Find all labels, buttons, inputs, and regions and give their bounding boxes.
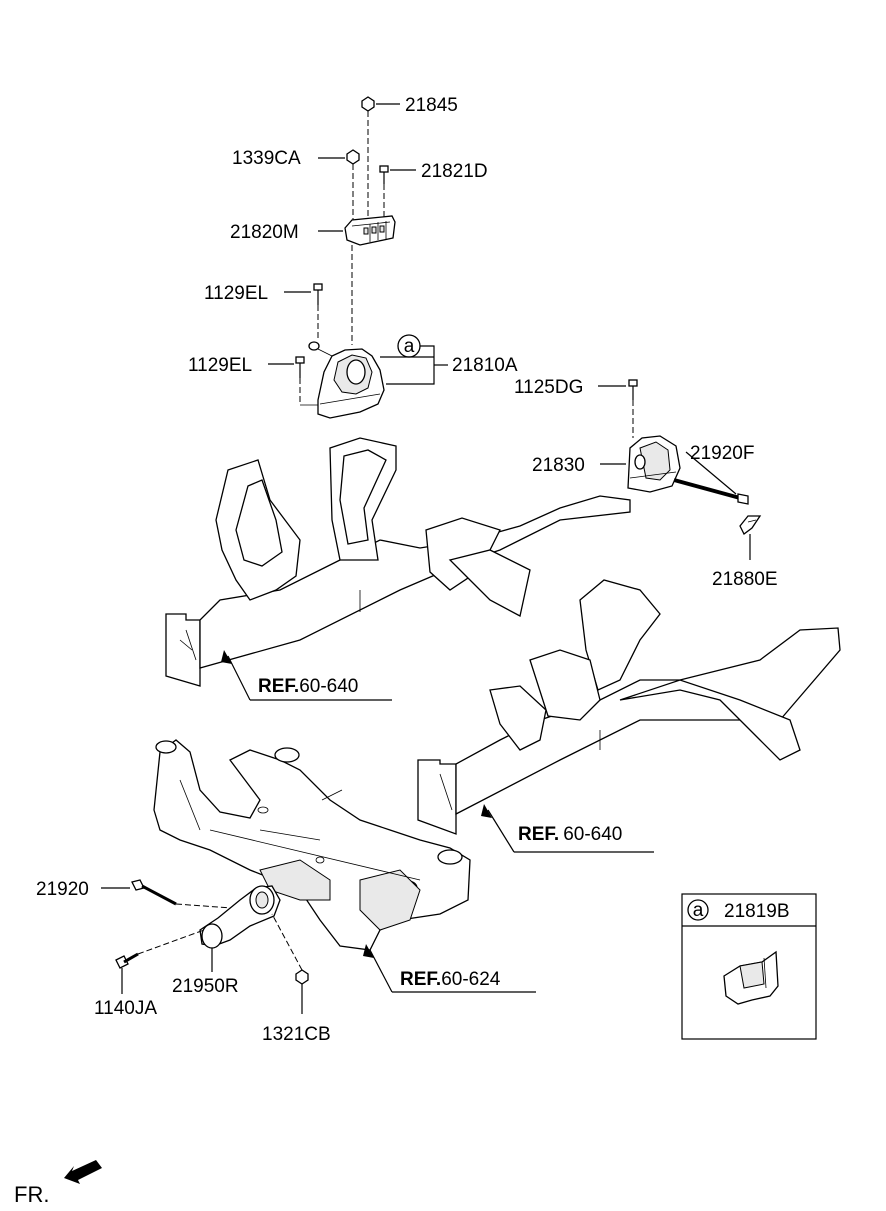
bolt-21920[interactable] <box>131 879 177 906</box>
label-21880e: 21880E <box>712 569 778 590</box>
label-21920f: 21920F <box>690 443 754 464</box>
nut-1339ca[interactable] <box>346 149 360 165</box>
label-21845: 21845 <box>405 95 458 116</box>
bolt-21821d[interactable] <box>379 165 389 173</box>
front-direction-indicator: FR. <box>14 1160 102 1207</box>
bolt-21920f[interactable] <box>673 478 749 505</box>
direction-arrow-icon <box>64 1160 102 1184</box>
inset-marker-label: a <box>693 900 704 921</box>
transmission-mount-21830[interactable] <box>627 435 681 493</box>
label-21821d: 21821D <box>421 161 488 182</box>
ref-label-lower-right: REF.60-640 <box>518 824 622 845</box>
inset-marker <box>687 899 709 921</box>
inset-box-21819b: a 21819B <box>681 893 817 1040</box>
label-1321cb: 1321CB <box>262 1024 331 1045</box>
bracket-21880e[interactable] <box>739 515 762 535</box>
clip-21819b[interactable] <box>723 950 779 1005</box>
engine-mount-21810a[interactable] <box>308 341 385 419</box>
label-21950r: 21950R <box>172 976 239 997</box>
nut-1321cb[interactable] <box>295 969 309 985</box>
label-1339ca: 1339CA <box>232 148 301 169</box>
roll-rod-21950r[interactable] <box>199 885 281 949</box>
bolt-1125dg[interactable] <box>628 379 638 387</box>
lower-mount-assembly <box>101 879 309 1014</box>
front-subframe <box>153 739 471 951</box>
ref-label-upper: REF.60-640 <box>258 676 358 697</box>
fr-label: FR. <box>14 1182 49 1207</box>
right-mount-assembly <box>598 379 762 560</box>
label-21920: 21920 <box>36 879 89 900</box>
bolt-1140ja[interactable] <box>115 952 139 969</box>
bracket-21820m[interactable] <box>344 215 396 246</box>
label-1125dg: 1125DG <box>514 377 583 398</box>
label-21810a: 21810A <box>452 355 518 376</box>
ref-label-subframe: REF.60-624 <box>400 969 501 990</box>
nut-21845[interactable] <box>361 96 375 112</box>
label-1129el-top: 1129EL <box>204 283 268 304</box>
label-1129el-bottom: 1129EL <box>188 355 252 376</box>
label-21830: 21830 <box>532 455 585 476</box>
upper-subframe <box>165 437 631 687</box>
marker-a-label: a <box>404 336 415 357</box>
label-21820m: 21820M <box>230 222 299 243</box>
label-1140ja: 1140JA <box>94 998 157 1019</box>
top-mount-assembly: a <box>268 96 448 419</box>
inset-part-label: 21819B <box>724 901 790 922</box>
lower-right-frame <box>417 579 841 835</box>
bolt-1129el-top[interactable] <box>313 283 323 291</box>
bolt-1129el-bottom[interactable] <box>295 356 305 364</box>
